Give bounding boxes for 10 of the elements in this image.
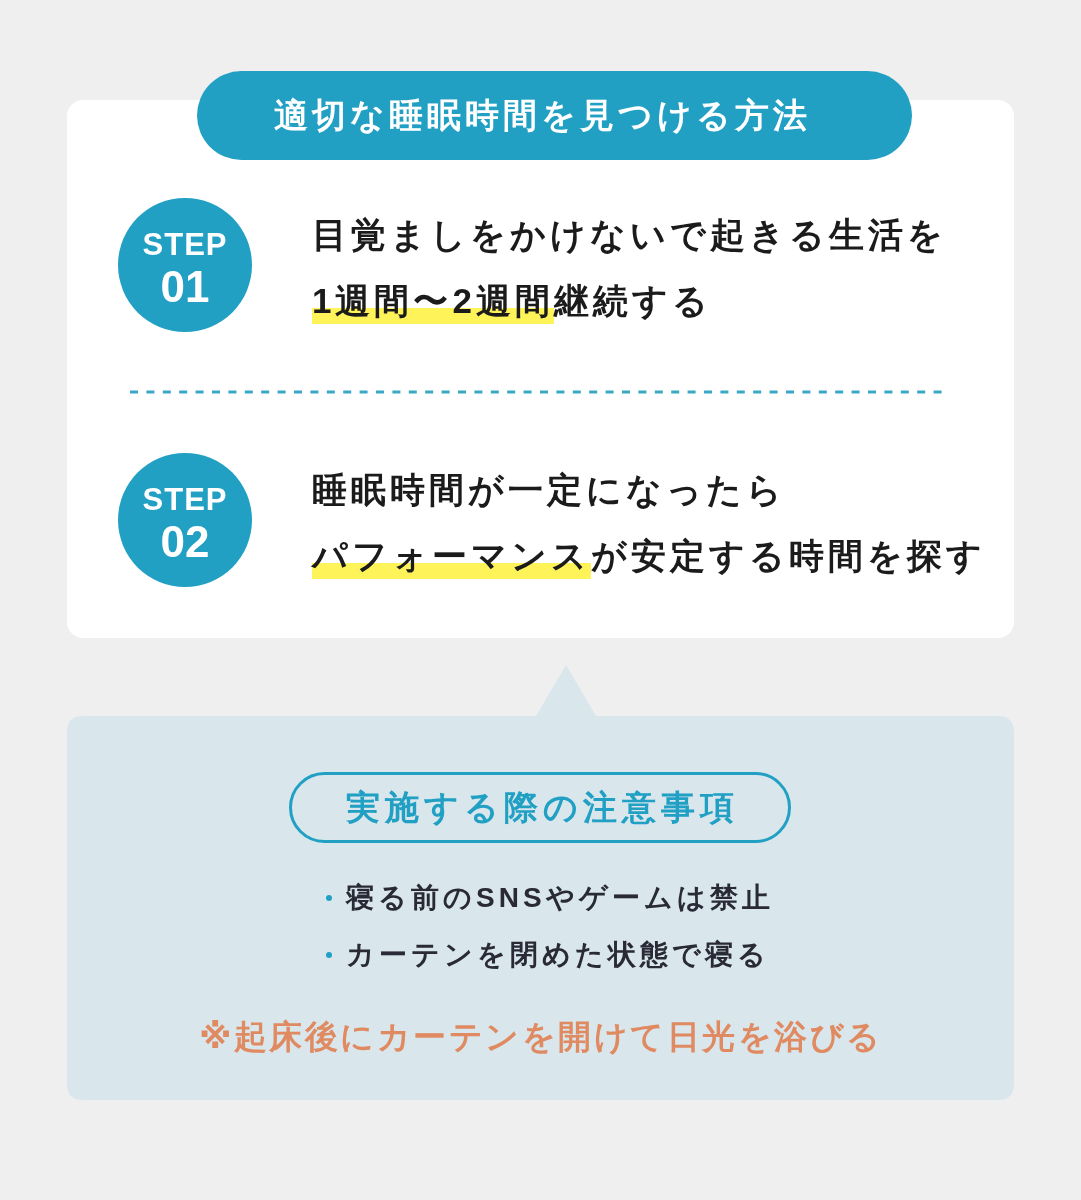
step-label: STEP <box>142 485 228 515</box>
list-item: 寝る前のSNSやゲームは禁止 <box>346 881 774 915</box>
note-text: ※起床後にカーテンを開けて日光を浴びる <box>199 1017 883 1057</box>
heading-pill: 実施する際の注意事項 <box>289 772 791 843</box>
step-number: 01 <box>160 265 210 309</box>
title-banner: 適切な睡眠時間を見つける方法 <box>197 71 912 160</box>
list-item: カーテンを閉めた状態で寝る <box>346 938 770 972</box>
step-number: 02 <box>160 520 210 564</box>
step-label: STEP <box>142 230 228 260</box>
callout-panel <box>67 664 1014 1100</box>
